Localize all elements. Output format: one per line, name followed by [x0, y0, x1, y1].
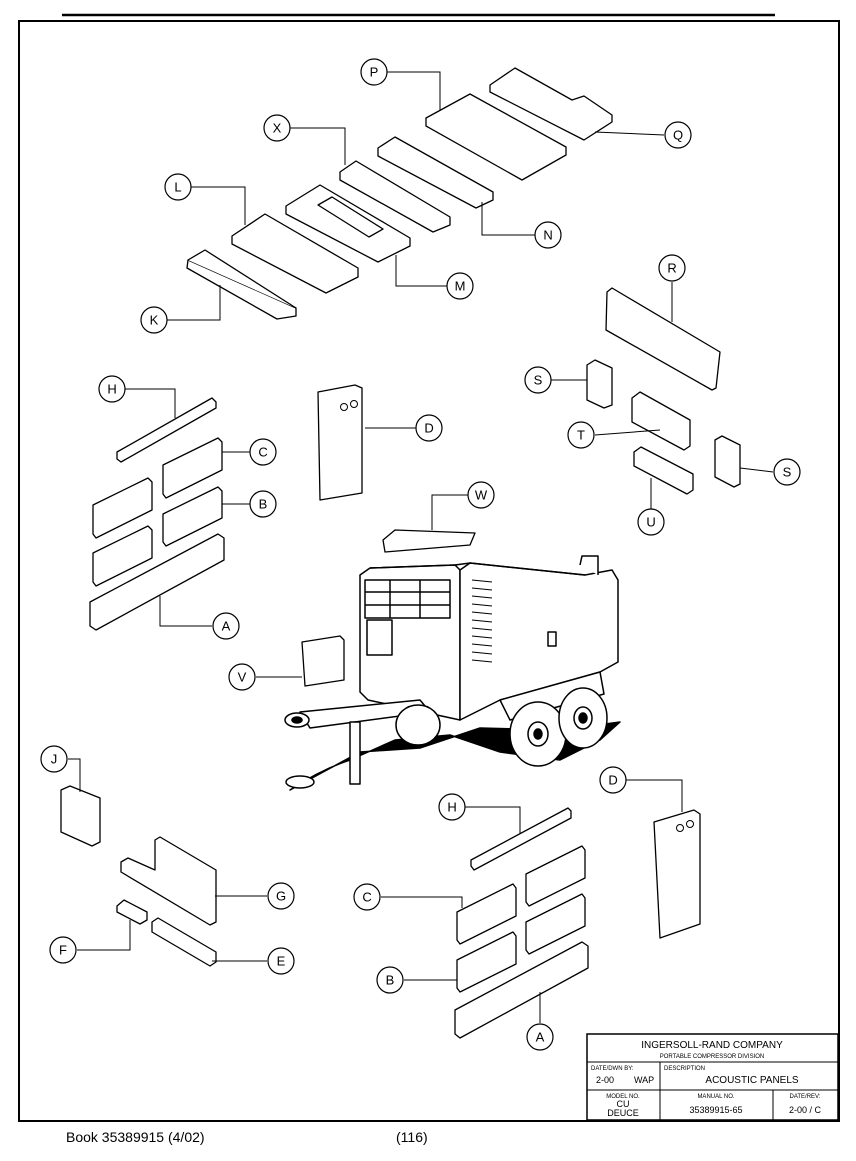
- callout-label: C: [258, 445, 267, 460]
- model-value-line1: CU: [617, 1099, 630, 1109]
- page-number: (116): [396, 1129, 428, 1145]
- rev-label: DATE/REV:: [789, 1094, 820, 1100]
- panel-a-upper: [89, 533, 225, 631]
- panel-g: [120, 836, 217, 926]
- panel-x: [339, 160, 451, 233]
- callout-label: C: [362, 890, 371, 905]
- panel-j: [60, 785, 101, 847]
- panel-u: [633, 446, 694, 495]
- callout-label: W: [475, 488, 488, 503]
- callout-label: M: [455, 279, 466, 294]
- callout-label: B: [259, 497, 268, 512]
- panel-d-upper: [317, 384, 363, 501]
- panel-b-upper-2: [92, 525, 153, 587]
- panel-p: [425, 93, 567, 181]
- panel-f: [116, 899, 148, 925]
- exhaust-stack: [579, 555, 599, 575]
- panel-n: [377, 136, 494, 209]
- panel-d-lower: [653, 809, 701, 939]
- callout-label: H: [447, 800, 456, 815]
- panel-a-lower: [454, 941, 589, 1039]
- callout-label: N: [543, 228, 552, 243]
- panel-v: [301, 635, 345, 687]
- callout-label: G: [276, 889, 286, 904]
- date-label: DATE/DWN BY:: [591, 1066, 634, 1072]
- callout-label: S: [783, 465, 792, 480]
- callout-label: R: [667, 261, 676, 276]
- panel-q: [489, 67, 613, 141]
- panel-b-lower-1: [525, 893, 586, 955]
- callout-label: A: [222, 619, 231, 634]
- date-value: 2-00: [596, 1075, 614, 1085]
- callout-label: K: [150, 313, 159, 328]
- callout-label: E: [277, 954, 286, 969]
- leader-lines: [68, 71, 774, 1023]
- description-value: ACOUSTIC PANELS: [705, 1075, 798, 1086]
- callout-label: A: [536, 1030, 545, 1045]
- callout-label: H: [107, 382, 116, 397]
- panels: [60, 67, 741, 1039]
- company-name: INGERSOLL-RAND COMPANY: [641, 1040, 783, 1051]
- callout-label: D: [424, 421, 433, 436]
- callout-label: F: [59, 943, 67, 958]
- drawn-by-value: WAP: [634, 1075, 654, 1085]
- panel-h-lower: [470, 807, 572, 871]
- manual-label: MANUAL NO.: [697, 1094, 734, 1100]
- manual-value: 35389915-65: [689, 1105, 742, 1115]
- panel-holes: [340, 400, 694, 832]
- rev-value: 2-00 / C: [789, 1105, 822, 1115]
- callout-bubbles: P Q X N L M K R H D C S T B U A W V J H …: [40, 58, 801, 1051]
- callout-label: X: [273, 121, 282, 136]
- panel-c-upper-2: [92, 477, 153, 539]
- panel-t: [631, 391, 691, 451]
- panel-w: [382, 529, 476, 553]
- panel-l: [231, 213, 359, 294]
- side-louvres: [471, 579, 493, 663]
- tongue-jack: [349, 721, 361, 785]
- panel-c-upper-1: [162, 437, 223, 499]
- callout-label: B: [386, 973, 395, 988]
- panel-e: [151, 917, 217, 967]
- callout-label: P: [370, 65, 379, 80]
- callout-label: U: [646, 515, 655, 530]
- division-name: PORTABLE COMPRESSOR DIVISION: [660, 1054, 764, 1060]
- callout-label: V: [238, 670, 247, 685]
- model-value-line2: DEUCE: [607, 1108, 639, 1118]
- callout-label: Q: [673, 128, 683, 143]
- panel-b-lower-2: [456, 931, 517, 993]
- callout-label: S: [534, 373, 543, 388]
- compressor-unit: [284, 555, 621, 791]
- model-label: MODEL NO.: [606, 1094, 640, 1100]
- panel-r: [605, 287, 721, 391]
- panel-s-right: [714, 435, 741, 488]
- book-number: Book 35389915 (4/02): [66, 1129, 205, 1145]
- description-label: DESCRIPTION: [664, 1066, 705, 1072]
- title-block: INGERSOLL-RAND COMPANY PORTABLE COMPRESS…: [586, 1033, 839, 1121]
- panel-c-lower-1: [525, 845, 586, 907]
- panel-c-lower-2: [456, 883, 517, 945]
- panel-s-left: [586, 359, 613, 409]
- callout-label: T: [577, 428, 585, 443]
- callout-label: D: [608, 773, 617, 788]
- drawing-border: [18, 20, 840, 1122]
- callout-label: L: [174, 180, 181, 195]
- panel-b-upper-1: [162, 486, 223, 547]
- callout-label: J: [51, 752, 58, 767]
- panel-h-upper: [116, 397, 217, 463]
